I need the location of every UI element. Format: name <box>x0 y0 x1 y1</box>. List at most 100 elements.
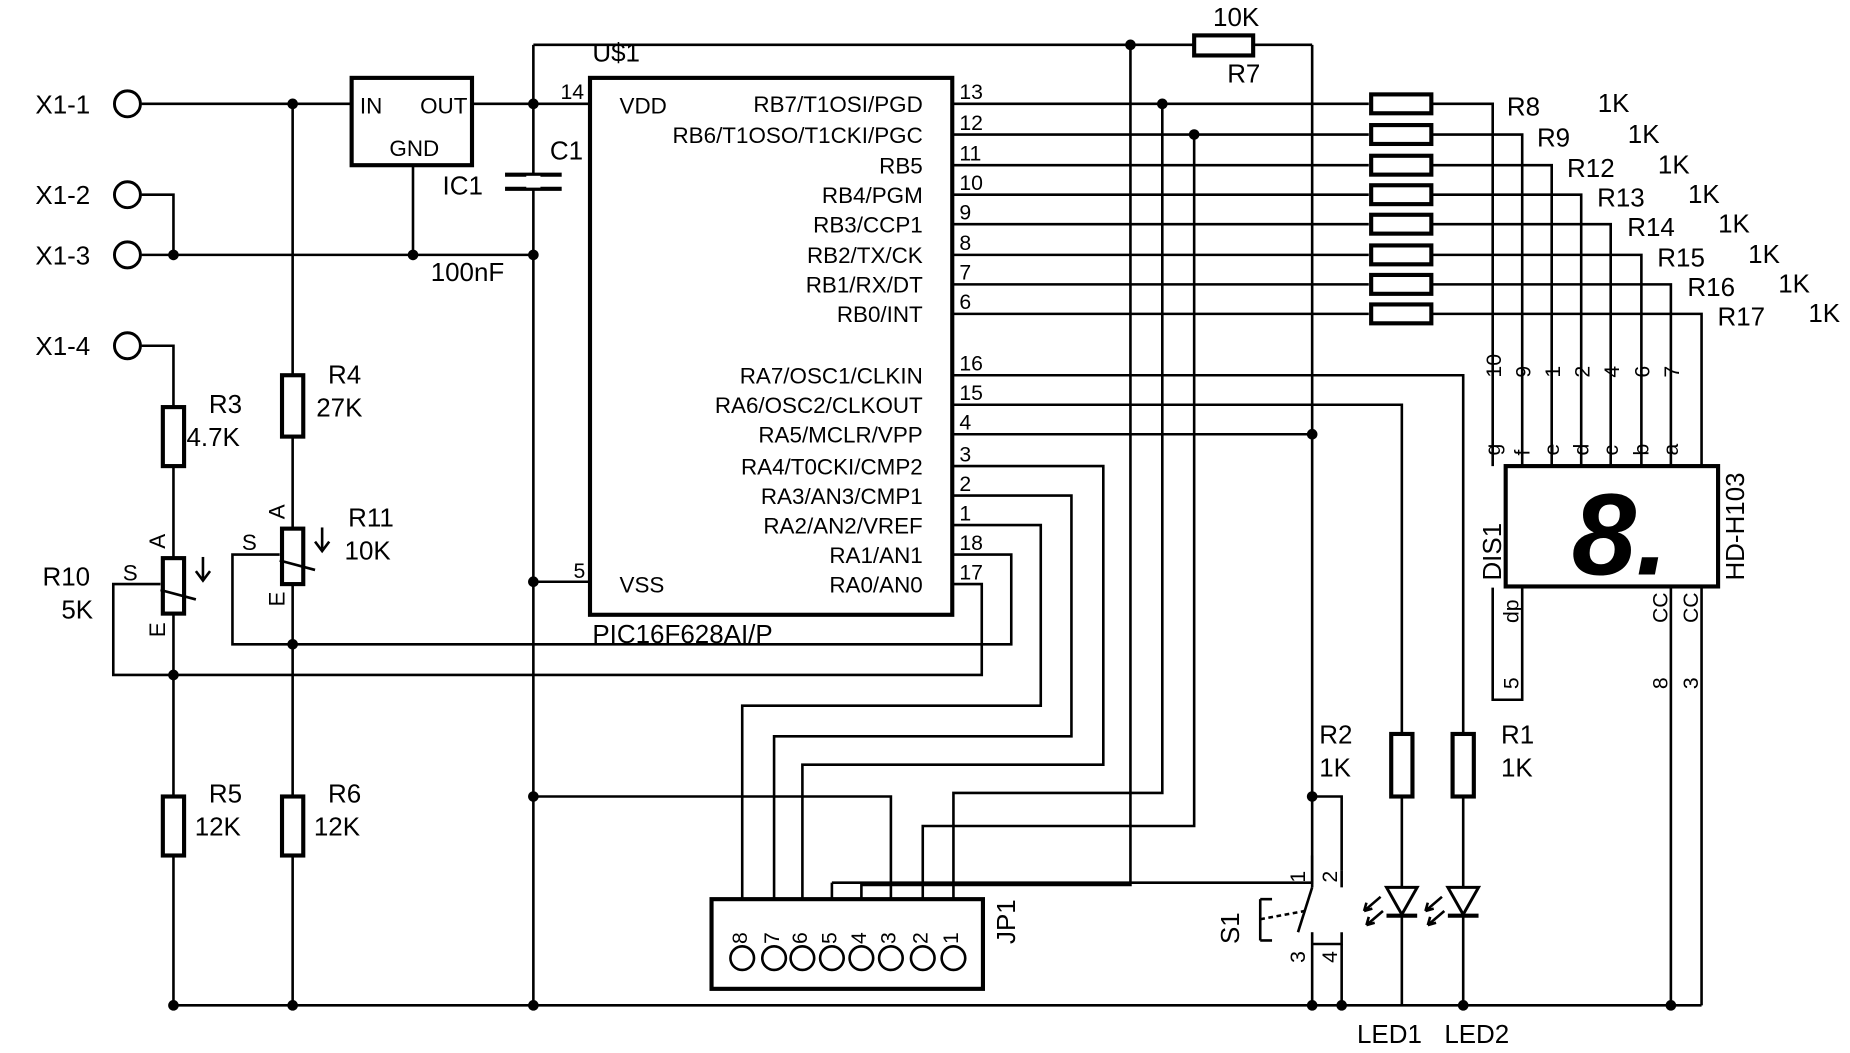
resistor-body <box>1369 153 1434 177</box>
header-pin-number: 6 <box>788 932 812 944</box>
r11-e: E <box>264 592 289 607</box>
resistor-body <box>1369 272 1434 296</box>
mcu-vdd-pin: 14 <box>561 80 585 104</box>
capacitor-c1: C1 100nF <box>431 135 583 287</box>
potentiometer-r10: A S E R10 5K <box>42 534 212 637</box>
resistor-r5: R5 12K <box>160 778 242 858</box>
mcu-pin-number: 3 <box>959 442 971 466</box>
connector-label-1: X1-1 <box>35 89 90 119</box>
display-segment-label: f <box>1510 449 1534 455</box>
header-pin <box>877 945 904 972</box>
r11-s: S <box>242 530 257 555</box>
display-name: DIS1 <box>1477 523 1507 581</box>
display-segment-label: g <box>1481 444 1505 456</box>
resistor-r3: R3 4.7K <box>160 389 242 469</box>
segment-wire <box>1431 222 1612 467</box>
mcu-pin-number: 15 <box>959 381 983 405</box>
resistor-r2: R2 1K <box>1319 719 1415 799</box>
display-pin-label: CC <box>1648 592 1672 623</box>
terminal-2 <box>112 180 142 210</box>
led1: LED1 <box>1357 885 1422 1049</box>
mcu-pin-number: 1 <box>959 501 971 525</box>
resistor-body <box>1369 212 1434 236</box>
mcu-pin-number: 8 <box>959 231 971 255</box>
mcu-pin-label: RA4/T0CKI/CMP2 <box>741 454 923 479</box>
mcu-pin-number: 7 <box>959 261 971 285</box>
resistor-body <box>1369 183 1434 207</box>
r4-value: 27K <box>316 393 363 423</box>
segment-resistor-value: 1K <box>1808 298 1840 328</box>
s1-pin-2: 2 <box>1318 871 1342 883</box>
display-segment-label: c <box>1599 444 1623 455</box>
led2: LED2 <box>1424 885 1509 1049</box>
connector-label-3: X1-3 <box>35 240 90 270</box>
led1-label: LED1 <box>1357 1019 1422 1049</box>
segment-resistor-value: 1K <box>1628 119 1660 149</box>
mcu-vdd-label: VDD <box>620 93 667 118</box>
mcu-pin-number: 4 <box>959 411 971 435</box>
r10-name: R10 <box>42 561 90 591</box>
header-pin-number: 3 <box>877 932 901 944</box>
s1-pin-1: 1 <box>1286 871 1310 883</box>
junctions <box>168 39 1677 1011</box>
r11-name: R11 <box>348 502 394 532</box>
connector-label-2: X1-2 <box>35 180 90 210</box>
header-pin-number: 8 <box>728 932 752 944</box>
segment-resistor-value: 1K <box>1778 269 1810 299</box>
mcu-vss-pin: 5 <box>573 559 585 583</box>
mcu-pin-label: RB7/T1OSI/PGD <box>753 92 922 117</box>
r11-value: 10K <box>345 535 392 565</box>
display-digit: 8. <box>1572 470 1668 600</box>
mcu-pin-label: RA5/MCLR/VPP <box>758 423 922 448</box>
display-pin-number: 1 <box>1541 366 1565 378</box>
mcu-pin-number: 17 <box>959 560 983 584</box>
segment-resistor-value: 1K <box>1748 239 1780 269</box>
display-part: HD-H103 <box>1720 472 1750 580</box>
c1-value: 100nF <box>431 257 505 287</box>
display-pin-number: 8 <box>1648 677 1672 689</box>
r3-name: R3 <box>209 389 242 419</box>
mcu-pin-label: RA2/AN2/VREF <box>763 513 922 538</box>
display-segment-label: b <box>1629 444 1653 456</box>
r10-a: A <box>145 534 170 549</box>
resistor-r7: 10K R7 <box>1192 2 1260 89</box>
segment-wire <box>1431 102 1494 467</box>
mcu-pin-number: 6 <box>959 290 971 314</box>
mcu-pin-number: 16 <box>959 352 983 376</box>
display-segment-label: e <box>1540 444 1564 456</box>
display-pin-number: 10 <box>1482 354 1506 378</box>
mcu-pin-label: RB4/PGM <box>822 183 923 208</box>
segment-wire <box>1431 163 1553 467</box>
r5-value: 12K <box>195 811 242 841</box>
resistor-r6: R6 12K <box>279 778 361 858</box>
display-segment-label: a <box>1659 443 1683 455</box>
wires <box>111 43 1703 1007</box>
display-pin-number: 4 <box>1600 366 1624 378</box>
resistor-body <box>1369 302 1434 326</box>
led2-label: LED2 <box>1444 1019 1509 1049</box>
r10-value: 5K <box>61 594 93 624</box>
mcu-name: U$1 <box>592 37 640 67</box>
display-pin-number: 6 <box>1631 366 1655 378</box>
r7-name: R7 <box>1227 59 1260 89</box>
ic1-in-label: IN <box>360 93 382 118</box>
segment-resistor-name: R16 <box>1687 272 1735 302</box>
header-pin-number: 7 <box>760 932 784 944</box>
resistor-body <box>1369 243 1434 267</box>
c1-name: C1 <box>550 135 583 165</box>
terminal-1 <box>112 89 142 119</box>
mcu-vss-label: VSS <box>620 572 665 597</box>
mcu-pin-label: RA0/AN0 <box>829 572 922 597</box>
r3-value: 4.7K <box>186 422 240 452</box>
microcontroller-u1: U$1 PIC16F628AI/P VDD 14 VSS 5 RB7/T1OSI… <box>561 37 983 649</box>
header-pin <box>760 945 788 972</box>
header-pin <box>789 945 816 972</box>
r11-a: A <box>264 504 289 519</box>
header-pin <box>909 945 936 972</box>
header-pin <box>729 945 756 972</box>
segment-resistor-value: 1K <box>1688 179 1720 209</box>
terminal-3 <box>112 240 142 270</box>
